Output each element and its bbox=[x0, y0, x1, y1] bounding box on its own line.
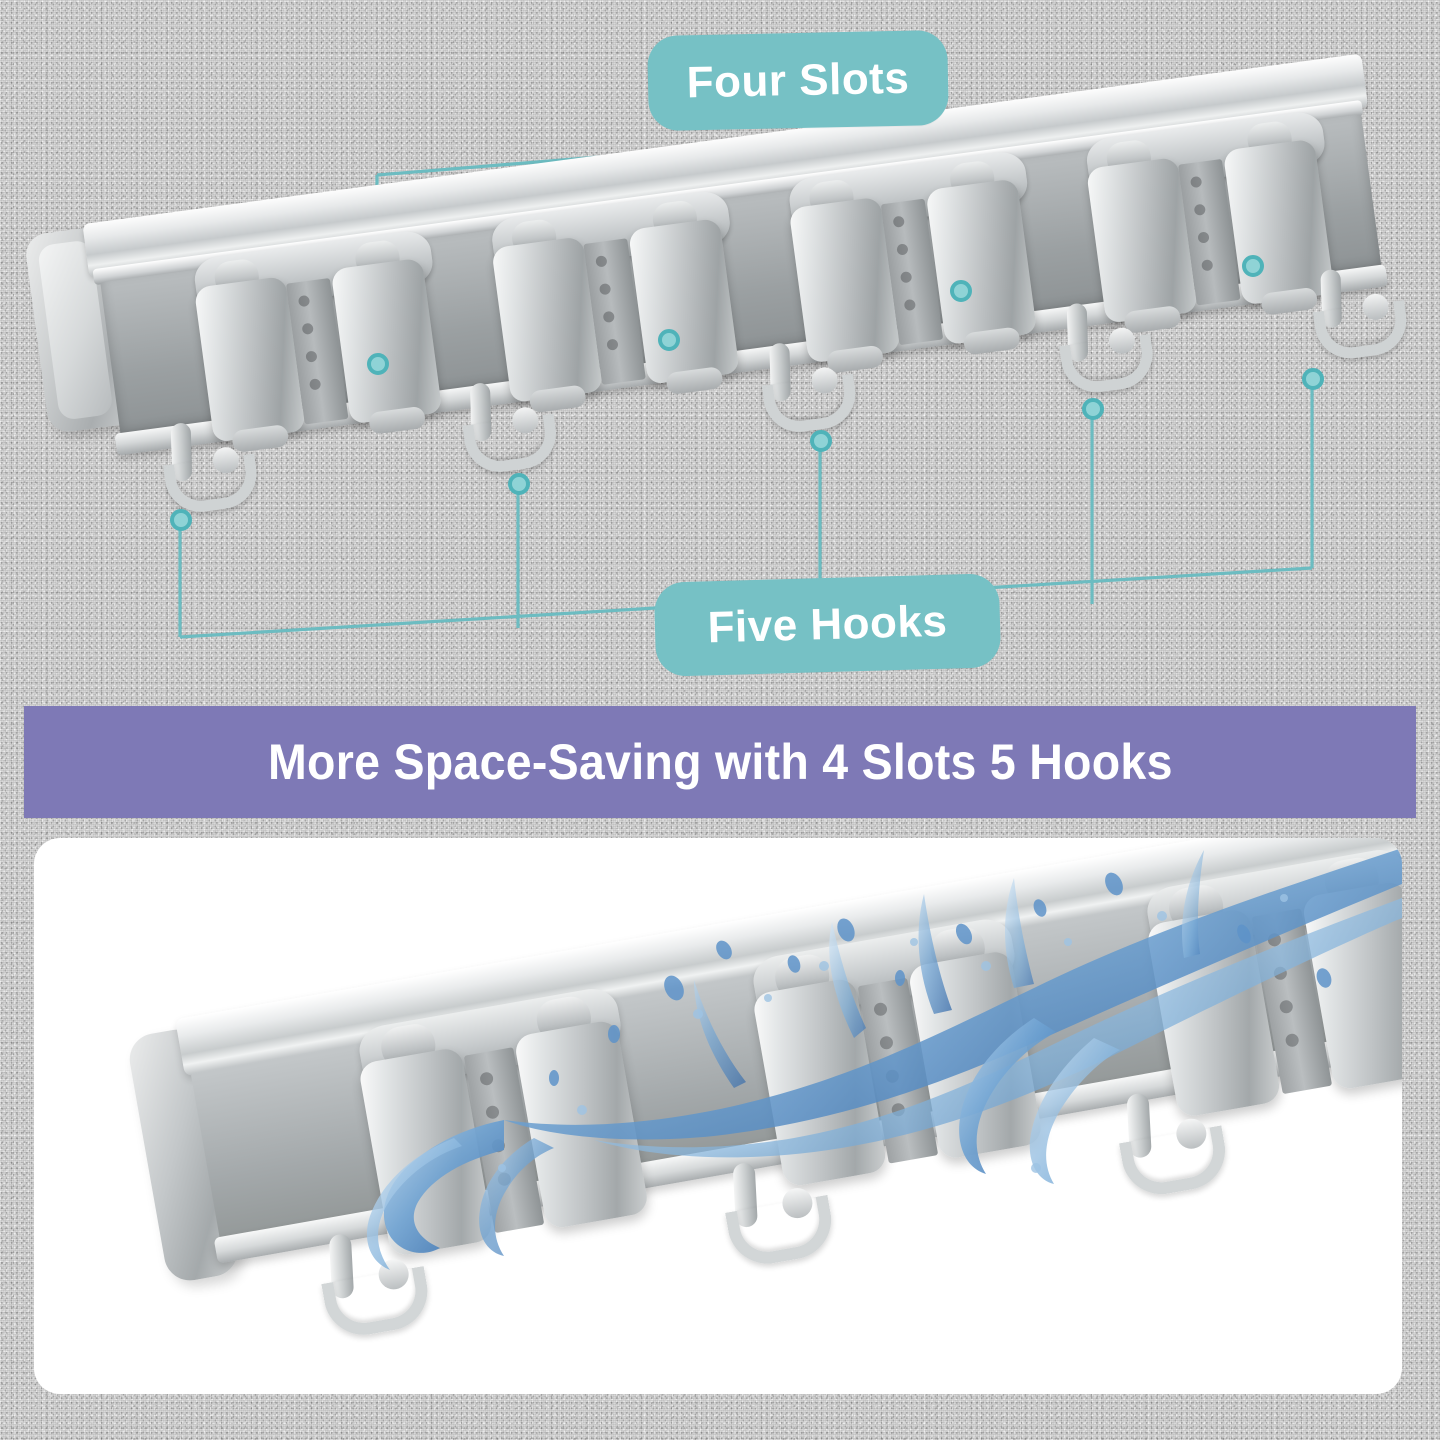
slot-gripper-pad bbox=[330, 257, 443, 435]
badge-four-slots-label: Four Slots bbox=[686, 53, 910, 107]
hook-1 bbox=[158, 416, 261, 517]
waterproof-demo-card bbox=[34, 838, 1402, 1394]
headline-text: More Space-Saving with 4 Slots 5 Hooks bbox=[267, 734, 1173, 790]
hook-3 bbox=[756, 336, 860, 437]
hero-section: Four Slots Five Hooks bbox=[0, 0, 1440, 706]
callout-dot-icon-slot-4 bbox=[1242, 255, 1264, 277]
hook-5 bbox=[1308, 263, 1411, 363]
badge-five-hooks-label: Five Hooks bbox=[706, 596, 948, 653]
hook-2 bbox=[457, 376, 561, 477]
hook-3 bbox=[1111, 1083, 1232, 1201]
badge-five-hooks: Five Hooks bbox=[653, 573, 1002, 677]
hook-4 bbox=[1054, 297, 1158, 397]
product-rail-bottom bbox=[121, 838, 1402, 1365]
callout-dot-icon-slot-2 bbox=[658, 329, 680, 351]
badge-four-slots: Four Slots bbox=[647, 29, 949, 132]
hook-1 bbox=[313, 1224, 434, 1342]
headline-banner: More Space-Saving with 4 Slots 5 Hooks bbox=[24, 706, 1416, 818]
hook-2 bbox=[717, 1153, 838, 1270]
callout-dot-icon-slot-3 bbox=[950, 280, 972, 302]
callout-dot-icon-slot-1 bbox=[367, 353, 389, 375]
slot-gripper-pad bbox=[627, 217, 740, 396]
callout-dot-icon-hook-2 bbox=[508, 473, 530, 495]
slot-gripper-pad bbox=[925, 178, 1038, 356]
callout-dot-icon-hook-4 bbox=[1082, 398, 1104, 420]
splash-scene bbox=[34, 838, 1402, 1394]
callout-dot-icon-hook-1 bbox=[170, 509, 192, 531]
callout-dot-icon-hook-3 bbox=[810, 430, 832, 452]
callout-dot-icon-hook-5 bbox=[1302, 368, 1324, 390]
